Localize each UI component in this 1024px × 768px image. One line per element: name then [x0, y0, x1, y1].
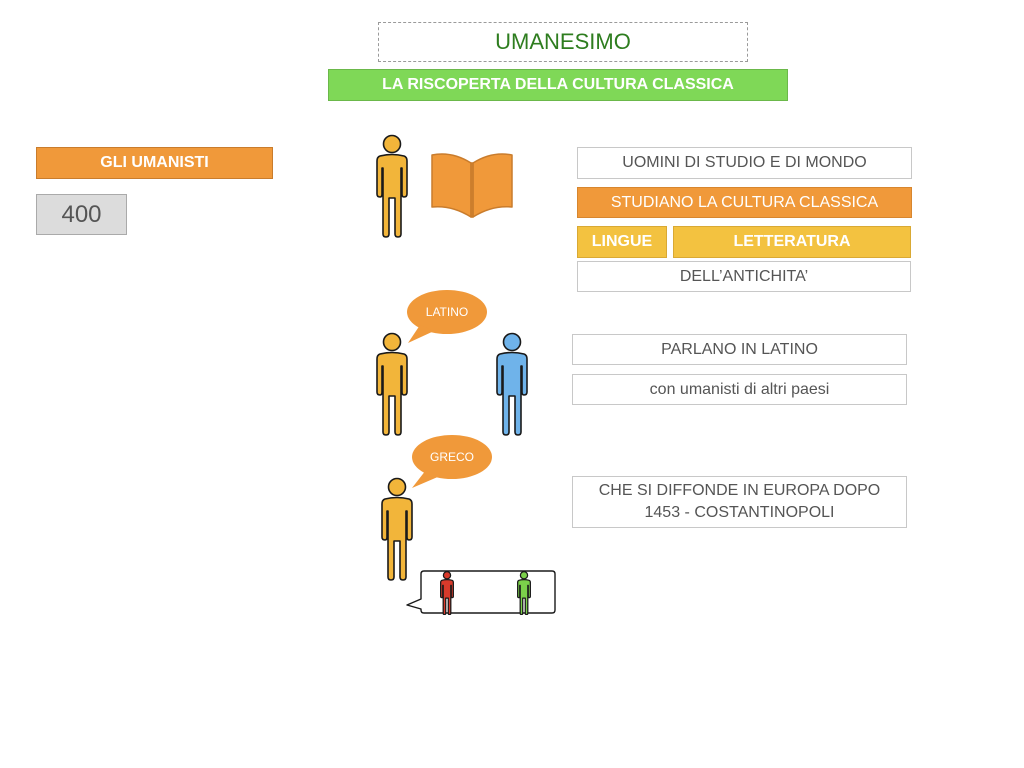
umanisti-label-text: GLI UMANISTI	[100, 154, 209, 171]
speak-latin-box: PARLANO IN LATINO	[572, 334, 907, 365]
latin-bubble-text: LATINO	[425, 305, 469, 319]
page-title-text: UMANESIMO	[495, 29, 631, 54]
antiquity-box: DELL’ANTICHITA’	[577, 261, 911, 292]
year-badge: 400	[36, 194, 127, 235]
speech-bubble-icon	[412, 435, 492, 488]
greek-spread-box: CHE SI DIFFONDE IN EUROPA DOPO 1453 - CO…	[572, 476, 907, 528]
languages-box: LINGUE	[577, 226, 667, 258]
greek-bubble-text: GRECO	[429, 450, 474, 464]
literature-text: LETTERATURA	[733, 233, 851, 250]
person-icon	[376, 134, 408, 238]
greek-spread-line1: CHE SI DIFFONDE IN EUROPA DOPO	[598, 482, 881, 499]
speak-latin-text: PARLANO IN LATINO	[661, 340, 818, 358]
year-badge-text: 400	[61, 200, 102, 228]
study-classic-text: STUDIANO LA CULTURA CLASSICA	[610, 193, 879, 211]
speech-bubble-icon	[407, 290, 487, 343]
study-people-box: UOMINI DI STUDIO E DI MONDO	[577, 147, 912, 179]
page-title: UMANESIMO	[378, 22, 748, 62]
person-icon	[517, 571, 531, 615]
greek-bubble-label: GRECO	[412, 446, 492, 468]
person-icon	[381, 477, 413, 581]
study-people-text: UOMINI DI STUDIO E DI MONDO	[622, 154, 867, 171]
other-countries-box: con umanisti di altri paesi	[572, 374, 907, 405]
callout-bubble-icon	[406, 570, 556, 614]
literature-box: LETTERATURA	[673, 226, 911, 258]
other-countries-text: con umanisti di altri paesi	[649, 380, 830, 398]
antiquity-text: DELL’ANTICHITA’	[679, 267, 809, 285]
greek-spread-line2: 1453 - COSTANTINOPOLI	[644, 504, 835, 521]
person-icon	[496, 332, 528, 436]
open-book-icon	[431, 153, 513, 218]
umanisti-label: GLI UMANISTI	[36, 147, 273, 179]
languages-text: LINGUE	[591, 233, 653, 250]
person-icon	[376, 332, 408, 436]
page-subtitle-text: LA RISCOPERTA DELLA CULTURA CLASSICA	[382, 76, 734, 93]
page-subtitle: LA RISCOPERTA DELLA CULTURA CLASSICA	[328, 69, 788, 101]
person-icon	[440, 571, 454, 615]
study-classic-box: STUDIANO LA CULTURA CLASSICA	[577, 187, 912, 218]
latin-bubble-label: LATINO	[407, 301, 487, 323]
